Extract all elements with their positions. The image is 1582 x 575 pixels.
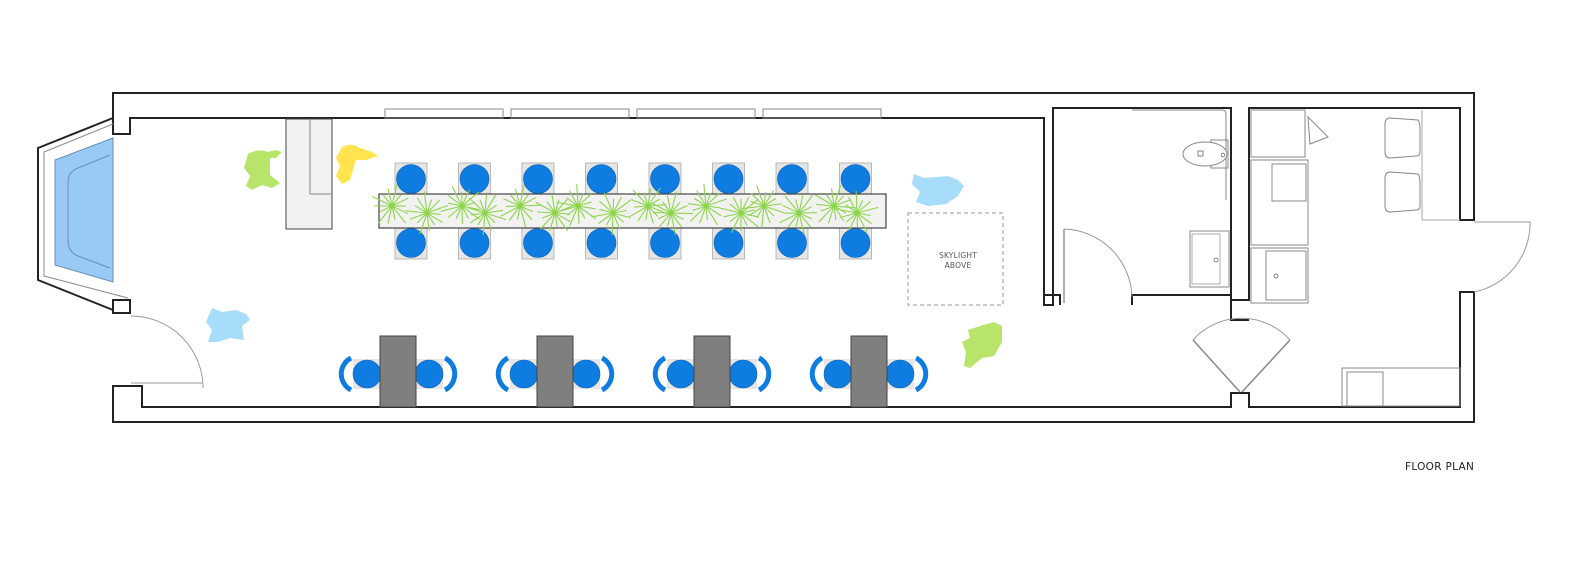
skylight: SKYLIGHT ABOVE [907, 212, 1004, 306]
two-top-chair [571, 359, 601, 389]
communal-chair [459, 164, 490, 194]
plant [835, 190, 879, 233]
two-top-chair [728, 359, 758, 389]
communal-table [371, 162, 887, 260]
host-counter [285, 118, 333, 230]
communal-chair [523, 164, 553, 194]
chair-back [495, 355, 510, 393]
chair-back [443, 355, 458, 393]
table-top [850, 335, 888, 408]
plant [591, 192, 632, 236]
table-top [536, 335, 574, 408]
toilet-icon [1182, 141, 1228, 167]
two-top-chair [823, 359, 853, 389]
restroom [1063, 109, 1230, 303]
plant [440, 186, 480, 225]
two-top-table [495, 335, 615, 408]
person-figure-blue-1 [206, 308, 250, 342]
communal-chair [840, 164, 871, 194]
planter-greenery [371, 184, 879, 236]
communal-chair [777, 164, 807, 194]
bay-window-seat [37, 117, 129, 311]
kitchen-double-door [1192, 317, 1291, 393]
two-top-chair [666, 359, 696, 389]
plant [556, 184, 597, 227]
communal-chair [586, 164, 617, 194]
kitchen [1250, 109, 1531, 407]
kitchen-sink [1250, 247, 1309, 304]
communal-chair [713, 164, 744, 194]
communal-chair [523, 228, 553, 258]
plant [742, 185, 785, 228]
plant [371, 184, 409, 224]
two-top-table [809, 335, 929, 408]
top-windows [384, 108, 882, 119]
two-top-chair [414, 359, 444, 389]
person-figure-green-2 [962, 322, 1002, 368]
plant [779, 195, 818, 235]
plant [688, 184, 728, 226]
plant [719, 196, 759, 234]
two-top-tables [338, 335, 929, 408]
stool-2 [1384, 171, 1421, 213]
communal-chair [777, 228, 807, 258]
entry-door [130, 315, 204, 389]
plant [405, 191, 448, 235]
communal-chair [650, 164, 680, 194]
two-top-table [652, 335, 772, 408]
communal-chairs-top [394, 162, 872, 196]
person-figure-green [244, 150, 282, 190]
skylight-label-line1: SKYLIGHT [939, 251, 977, 260]
stool-1 [1384, 117, 1421, 159]
communal-chair [396, 164, 426, 194]
person-figure-yellow [336, 144, 378, 184]
two-top-table [338, 335, 458, 408]
plant [500, 184, 543, 228]
chair-back [652, 355, 667, 393]
sink-icon [1189, 230, 1230, 288]
communal-chairs-bottom [394, 226, 872, 260]
chair-back [600, 355, 615, 393]
plant [535, 195, 576, 232]
chair-back [809, 355, 824, 393]
fridge [1250, 109, 1306, 158]
plant [628, 187, 669, 224]
two-top-chair [352, 359, 382, 389]
communal-chair [713, 228, 744, 258]
people-figures [206, 144, 1002, 368]
plant [467, 193, 507, 235]
table-top [693, 335, 731, 408]
communal-chair [459, 228, 490, 258]
communal-chair [840, 228, 871, 258]
person-figure-blue-2 [912, 174, 964, 206]
chair-back [757, 355, 772, 393]
floor-plan-caption: FLOOR PLAN [1405, 461, 1475, 473]
table-top [379, 335, 417, 408]
two-top-chair [509, 359, 539, 389]
two-top-chair [885, 359, 915, 389]
plant [651, 191, 694, 235]
exterior-walls [112, 92, 1475, 423]
chair-back [338, 355, 353, 393]
chair-back [914, 355, 929, 393]
communal-chair [396, 228, 426, 258]
skylight-label-line2: ABOVE [945, 261, 972, 270]
